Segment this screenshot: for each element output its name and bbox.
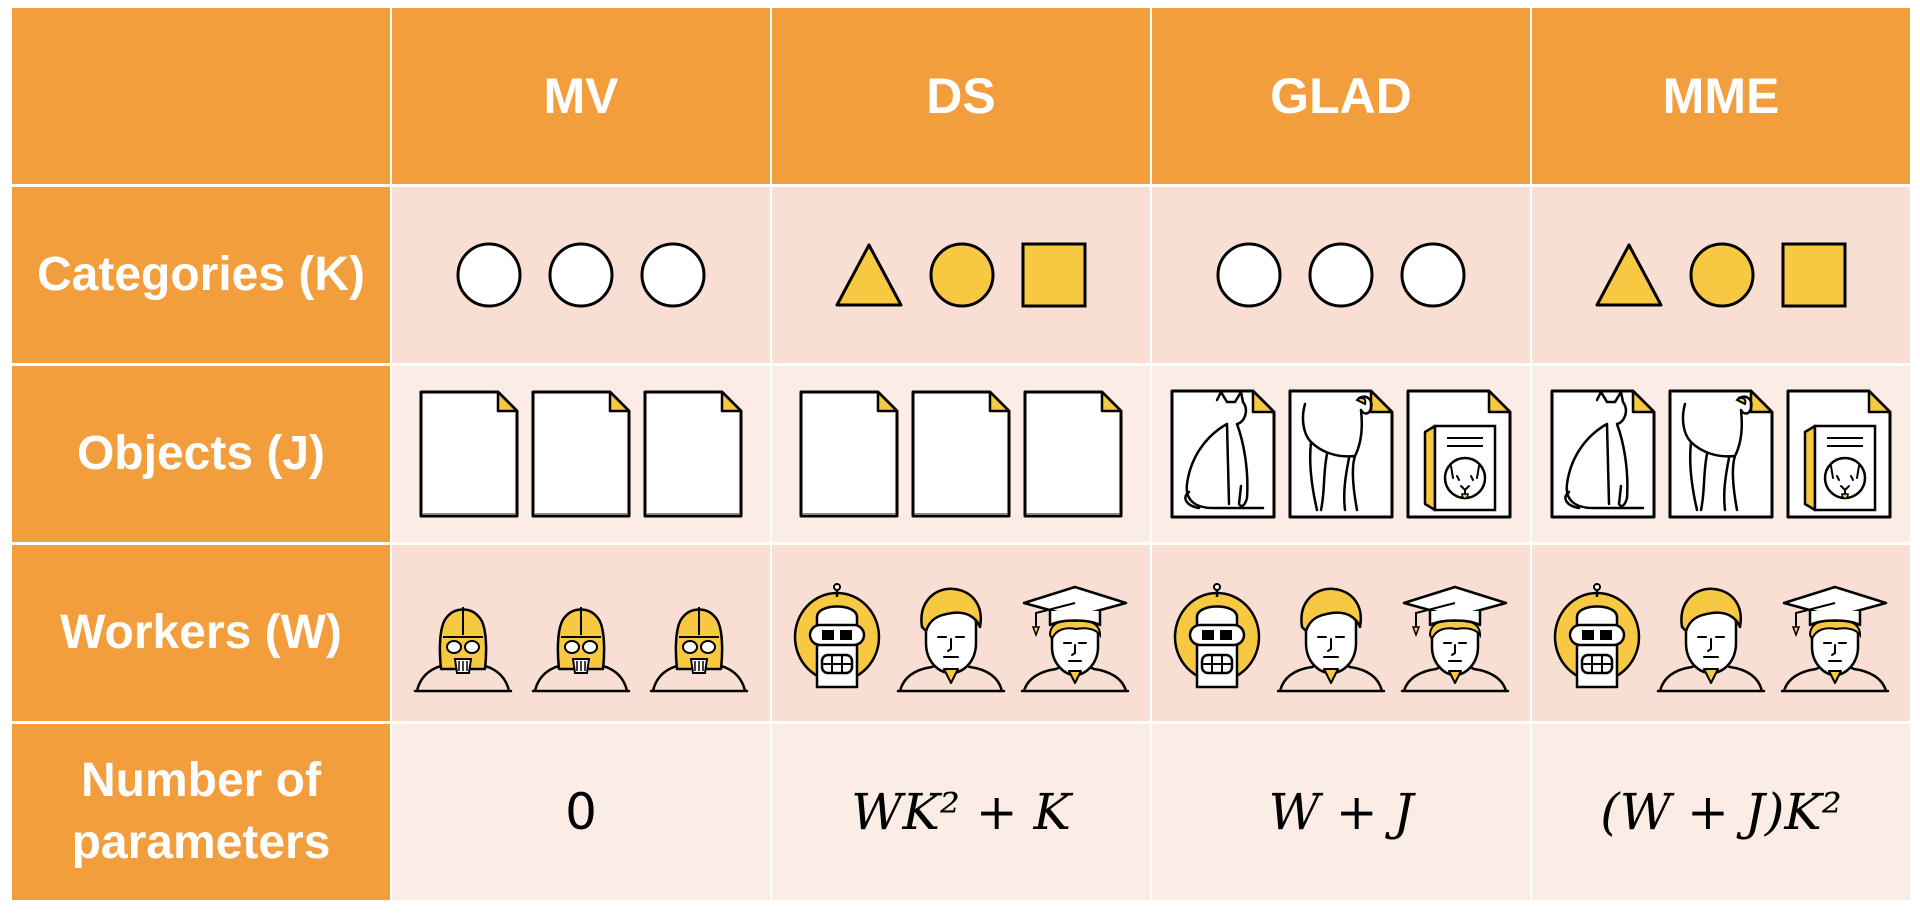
categories-cell-glad <box>1152 187 1530 363</box>
person-worker-icon <box>896 583 1006 695</box>
circle-icon <box>454 240 524 310</box>
helmeted-worker-icon <box>647 595 751 695</box>
row-header-label-line1: Number of <box>80 754 321 807</box>
column-header-label: GLAD <box>1270 68 1412 124</box>
blank-document-icon <box>642 389 744 519</box>
dog-food-document-icon <box>1785 388 1893 520</box>
workers-cell-mme <box>1532 545 1910 721</box>
row-header-workers: Workers (W) <box>12 545 390 721</box>
parameters-cell-ds: WK² + K <box>772 724 1150 900</box>
row-header-parameters: Number of parameters <box>12 724 390 900</box>
row-header-label: Categories (K) <box>36 248 366 301</box>
parameters-cell-mme: (W + J)K² <box>1532 724 1910 900</box>
robot-worker-icon <box>1172 583 1262 695</box>
parameter-count: 0 <box>565 783 597 841</box>
square-icon <box>1019 240 1089 310</box>
row-header-label: Workers (W) <box>60 606 342 659</box>
circle-icon <box>1398 240 1468 310</box>
workers-cell-ds <box>772 545 1150 721</box>
objects-cell-ds <box>772 366 1150 542</box>
corner-cell <box>12 8 390 184</box>
categories-cell-ds <box>772 187 1150 363</box>
blank-document-icon <box>418 389 520 519</box>
column-header-ds: DS <box>772 8 1150 184</box>
categories-cell-mme <box>1532 187 1910 363</box>
graduate-worker-icon <box>1780 583 1890 695</box>
helmeted-worker-icon <box>529 595 633 695</box>
comparison-table: MV DS GLAD MME Categories (K) Objects (J… <box>12 8 1910 900</box>
blank-document-icon <box>530 389 632 519</box>
square-icon <box>1779 240 1849 310</box>
dog-document-icon <box>1667 388 1775 520</box>
blank-document-icon <box>798 389 900 519</box>
column-header-mv: MV <box>392 8 770 184</box>
person-worker-icon <box>1276 583 1386 695</box>
circle-icon <box>1687 240 1757 310</box>
circle-icon <box>546 240 616 310</box>
workers-cell-glad <box>1152 545 1530 721</box>
triangle-icon <box>833 240 905 310</box>
row-header-objects: Objects (J) <box>12 366 390 542</box>
parameter-formula: WK² + K <box>851 783 1071 841</box>
helmeted-worker-icon <box>411 595 515 695</box>
circle-icon <box>1214 240 1284 310</box>
circle-icon <box>927 240 997 310</box>
row-header-label-line2: parameters <box>71 816 331 869</box>
row-header-label: Number of parameters <box>64 750 339 874</box>
blank-document-icon <box>910 389 1012 519</box>
parameter-formula: (W + J)K² <box>1600 783 1842 841</box>
objects-cell-mv <box>392 366 770 542</box>
dog-document-icon <box>1287 388 1395 520</box>
robot-worker-icon <box>792 583 882 695</box>
column-header-mme: MME <box>1532 8 1910 184</box>
dog-food-document-icon <box>1405 388 1513 520</box>
cat-document-icon <box>1549 388 1657 520</box>
robot-worker-icon <box>1552 583 1642 695</box>
row-header-label: Objects (J) <box>76 427 326 480</box>
cat-document-icon <box>1169 388 1277 520</box>
circle-icon <box>1306 240 1376 310</box>
graduate-worker-icon <box>1020 583 1130 695</box>
parameters-cell-glad: W + J <box>1152 724 1530 900</box>
objects-cell-mme <box>1532 366 1910 542</box>
objects-cell-glad <box>1152 366 1530 542</box>
blank-document-icon <box>1022 389 1124 519</box>
graduate-worker-icon <box>1400 583 1510 695</box>
circle-icon <box>638 240 708 310</box>
column-header-glad: GLAD <box>1152 8 1530 184</box>
parameter-formula: W + J <box>1268 783 1414 841</box>
categories-cell-mv <box>392 187 770 363</box>
column-header-label: MME <box>1662 68 1780 124</box>
row-header-categories: Categories (K) <box>12 187 390 363</box>
person-worker-icon <box>1656 583 1766 695</box>
workers-cell-mv <box>392 545 770 721</box>
triangle-icon <box>1593 240 1665 310</box>
column-header-label: DS <box>926 68 996 124</box>
column-header-label: MV <box>543 68 619 124</box>
parameters-cell-mv: 0 <box>392 724 770 900</box>
